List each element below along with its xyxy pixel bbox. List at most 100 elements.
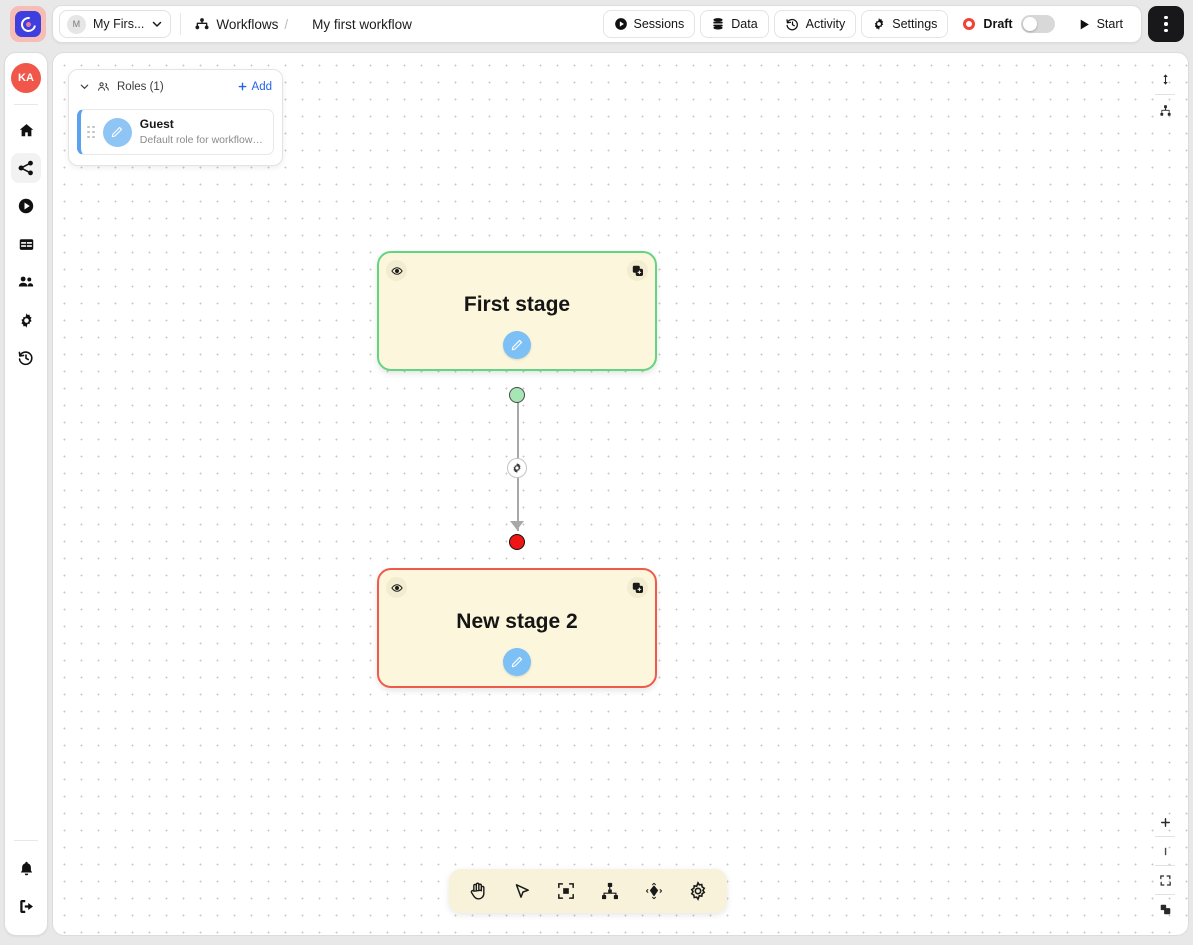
gear-icon	[18, 312, 35, 329]
fit-view-button[interactable]	[1152, 868, 1178, 892]
top-bar-panel: M My Firs... Workflows / My first workfl…	[52, 5, 1142, 43]
history-icon	[785, 17, 800, 32]
frame-tool-button[interactable]	[549, 874, 583, 908]
zoom-in-button[interactable]	[1152, 810, 1178, 834]
sidebar: KA	[4, 52, 48, 936]
chevron-down-icon	[151, 18, 163, 30]
drag-handle-icon[interactable]	[87, 125, 95, 139]
lock-layers-icon	[1159, 903, 1172, 916]
plus-icon	[237, 81, 248, 92]
layout-tool-button[interactable]	[593, 874, 627, 908]
gear-icon	[872, 17, 886, 31]
workspace-selector[interactable]: M My Firs...	[59, 10, 172, 38]
stage-node[interactable]: New stage 2	[377, 568, 657, 688]
connector-target-handle[interactable]	[509, 534, 525, 550]
publish-toggle[interactable]	[1020, 15, 1055, 33]
cursor-icon	[512, 881, 532, 901]
workflow-canvas[interactable]: Roles (1) Add Guest Default role for wor…	[52, 52, 1189, 936]
canvas-controls-top	[1152, 67, 1178, 122]
sidebar-item-logout[interactable]	[11, 891, 41, 921]
eye-icon[interactable]	[386, 260, 407, 281]
minus-icon	[1159, 845, 1172, 858]
gear-icon	[688, 881, 708, 901]
sessions-button[interactable]: Sessions	[602, 10, 696, 38]
node-tool-button[interactable]	[637, 874, 671, 908]
logout-icon	[18, 898, 35, 915]
top-bar: M My Firs... Workflows / My first workfl…	[0, 0, 1193, 48]
canvas-toolbar	[449, 869, 727, 913]
chevron-down-icon[interactable]	[79, 81, 90, 92]
copy-plus-icon[interactable]	[627, 260, 648, 281]
page-title: My first workflow	[312, 16, 412, 32]
play-triangle-icon	[1078, 18, 1091, 31]
breadcrumb-workflows[interactable]: Workflows	[216, 16, 279, 32]
breadcrumb: Workflows / My first workflow	[190, 16, 412, 32]
copy-plus-icon[interactable]	[627, 577, 648, 598]
lock-canvas-button[interactable]	[1152, 897, 1178, 921]
activity-button[interactable]: Activity	[773, 10, 857, 38]
data-button[interactable]: Data	[700, 10, 769, 38]
list-item[interactable]: Guest Default role for workflow p..	[77, 109, 274, 155]
start-label: Start	[1096, 17, 1123, 31]
roles-title: Roles (1)	[117, 80, 164, 93]
sidebar-item-users[interactable]	[11, 267, 41, 297]
resize-vertical-button[interactable]	[1152, 67, 1178, 91]
fit-screen-icon	[1159, 874, 1172, 887]
bell-icon	[18, 860, 35, 877]
users-group-icon	[97, 80, 110, 93]
table-icon	[18, 236, 35, 253]
app-logo[interactable]	[10, 6, 46, 42]
sidebar-item-notifications[interactable]	[11, 853, 41, 883]
workspace-name: My Firs...	[93, 17, 145, 31]
divider	[1155, 894, 1175, 895]
hierarchy-icon	[1159, 104, 1172, 117]
arrows-vertical-icon	[1159, 73, 1172, 86]
connector-source-handle[interactable]	[509, 387, 525, 403]
select-tool-button[interactable]	[505, 874, 539, 908]
stage-node[interactable]: First stage	[377, 251, 657, 371]
start-button[interactable]: Start	[1067, 10, 1133, 38]
workflow-icon	[194, 16, 210, 32]
settings-label: Settings	[892, 17, 938, 31]
workspace-avatar: M	[67, 14, 86, 34]
add-role-button[interactable]: Add	[237, 81, 272, 93]
eye-icon[interactable]	[386, 577, 407, 598]
frame-icon	[556, 881, 576, 901]
role-description: Default role for workflow p..	[139, 133, 265, 146]
roles-list: Guest Default role for workflow p..	[69, 103, 282, 165]
stage-title: First stage	[463, 293, 571, 316]
zoom-out-button[interactable]	[1152, 839, 1178, 863]
pencil-icon	[102, 117, 132, 147]
auto-layout-button[interactable]	[1152, 98, 1178, 122]
more-vertical-icon[interactable]	[1148, 6, 1184, 42]
edit-stage-button[interactable]	[503, 331, 531, 359]
sidebar-item-history[interactable]	[11, 343, 41, 373]
draft-status: Draft	[953, 10, 1062, 38]
sidebar-item-home[interactable]	[11, 115, 41, 145]
settings-button[interactable]: Settings	[861, 10, 949, 38]
pan-tool-button[interactable]	[461, 874, 495, 908]
stage-title: New stage 2	[456, 610, 578, 633]
play-circle-icon	[614, 17, 628, 31]
avatar[interactable]: KA	[11, 63, 41, 93]
roles-panel-header: Roles (1) Add	[69, 70, 282, 103]
connector-settings-button[interactable]	[507, 458, 527, 478]
divider	[1155, 94, 1175, 95]
edit-stage-button[interactable]	[503, 648, 531, 676]
play-circle-icon	[17, 197, 35, 215]
database-icon	[711, 17, 725, 31]
draft-label: Draft	[983, 17, 1013, 31]
sidebar-item-data[interactable]	[11, 229, 41, 259]
roles-panel: Roles (1) Add Guest Default role for wor…	[68, 69, 283, 166]
sidebar-item-settings[interactable]	[11, 305, 41, 335]
data-label: Data	[731, 17, 758, 31]
canvas-settings-button[interactable]	[681, 874, 715, 908]
app-logo-swirl-icon	[15, 11, 41, 37]
activity-label: Activity	[805, 17, 846, 31]
plus-icon	[1159, 816, 1172, 829]
sidebar-item-sessions[interactable]	[11, 191, 41, 221]
connector-arrowhead	[510, 521, 524, 530]
divider	[14, 840, 38, 841]
sidebar-item-workflows[interactable]	[11, 153, 41, 183]
divider	[1155, 836, 1175, 837]
